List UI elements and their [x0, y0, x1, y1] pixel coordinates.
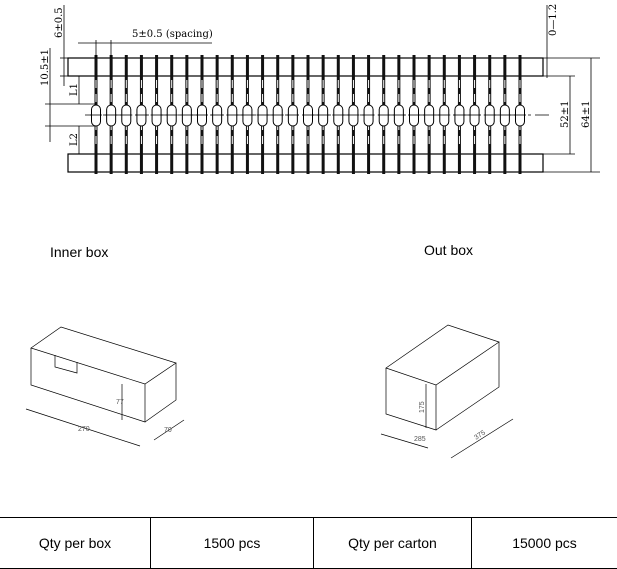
lead — [151, 55, 163, 174]
component-body — [167, 105, 176, 126]
inner-box-title: Inner box — [50, 244, 108, 260]
component-body — [273, 105, 282, 126]
lead — [287, 55, 299, 174]
component-body — [500, 105, 509, 126]
component-body — [379, 105, 388, 126]
lead — [257, 55, 269, 174]
bottom-tape-rail — [68, 154, 543, 172]
lead — [453, 55, 465, 174]
lead — [105, 55, 117, 174]
inner-box-width: 70 — [164, 427, 172, 434]
component-body — [228, 105, 237, 126]
top-tape-rail — [68, 58, 543, 76]
out-box-title: Out box — [424, 242, 473, 258]
qty-per-box-label: Qty per box — [0, 518, 151, 569]
component-body — [304, 105, 313, 126]
leads — [90, 55, 526, 174]
drawing-canvas: 6±0.5 5±0.5 (spacing) 10.5±1 L1 L2 0—1.2… — [0, 0, 617, 520]
lead — [211, 55, 223, 174]
lead — [469, 55, 481, 174]
lead — [484, 55, 496, 174]
lead — [166, 55, 178, 174]
lead — [196, 55, 208, 174]
component-body — [288, 105, 297, 126]
component-body — [213, 105, 222, 126]
component-body — [319, 105, 328, 126]
inner-box-drawing — [26, 327, 184, 446]
component-body — [122, 105, 131, 126]
inner-box-height: 77 — [116, 399, 124, 406]
lead — [241, 55, 253, 174]
lead — [226, 55, 238, 174]
qty-per-box-value: 1500 pcs — [151, 518, 314, 569]
lead — [302, 55, 314, 174]
component-body — [516, 105, 525, 126]
lead — [135, 55, 147, 174]
lead — [347, 55, 359, 174]
out-box-drawing — [381, 325, 513, 458]
lead — [317, 55, 329, 174]
lead — [181, 55, 193, 174]
component-body — [425, 105, 434, 126]
dim-l1: L1 — [69, 83, 80, 96]
dim-l2: L2 — [69, 133, 80, 146]
tape-and-reel-drawing — [68, 55, 552, 174]
component-body — [455, 105, 464, 126]
lead — [408, 55, 420, 174]
component-body — [182, 105, 191, 126]
component-body — [107, 105, 116, 126]
lead — [393, 55, 405, 174]
component-body — [334, 105, 343, 126]
lead — [514, 55, 526, 174]
dim-outer-width: 64±1 — [581, 101, 592, 128]
component-body — [349, 105, 358, 126]
lead — [120, 55, 132, 174]
dim-spacing: 5±0.5 (spacing) — [132, 29, 213, 40]
lead — [423, 55, 435, 174]
dim-center-offset: 10.5±1 — [40, 49, 51, 86]
component-body — [152, 105, 161, 126]
lead — [90, 55, 102, 174]
qty-per-carton-label: Qty per carton — [314, 518, 472, 569]
lead — [332, 55, 344, 174]
component-body — [470, 105, 479, 126]
component-body — [440, 105, 449, 126]
lead — [378, 55, 390, 174]
dim-top-offset: 6±0.5 — [54, 7, 65, 38]
component-body — [92, 105, 101, 126]
component-body — [485, 105, 494, 126]
component-body — [137, 105, 146, 126]
qty-per-carton-value: 15000 pcs — [472, 518, 617, 569]
inner-box-length: 270 — [78, 426, 90, 433]
out-box-width: 285 — [414, 436, 426, 443]
dim-inner-width: 52±1 — [560, 101, 571, 128]
dim-tolerance: 0—1.2 — [548, 4, 559, 36]
component-body — [198, 105, 207, 126]
component-body — [410, 105, 419, 126]
table-row: Qty per box 1500 pcs Qty per carton 1500… — [0, 518, 617, 569]
lead — [438, 55, 450, 174]
lead — [499, 55, 511, 174]
component-body — [243, 105, 252, 126]
component-body — [364, 105, 373, 126]
lead — [272, 55, 284, 174]
lead — [363, 55, 375, 174]
component-body — [394, 105, 403, 126]
out-box-height: 175 — [419, 401, 426, 413]
quantity-table: Qty per box 1500 pcs Qty per carton 1500… — [0, 517, 617, 569]
component-body — [258, 105, 267, 126]
